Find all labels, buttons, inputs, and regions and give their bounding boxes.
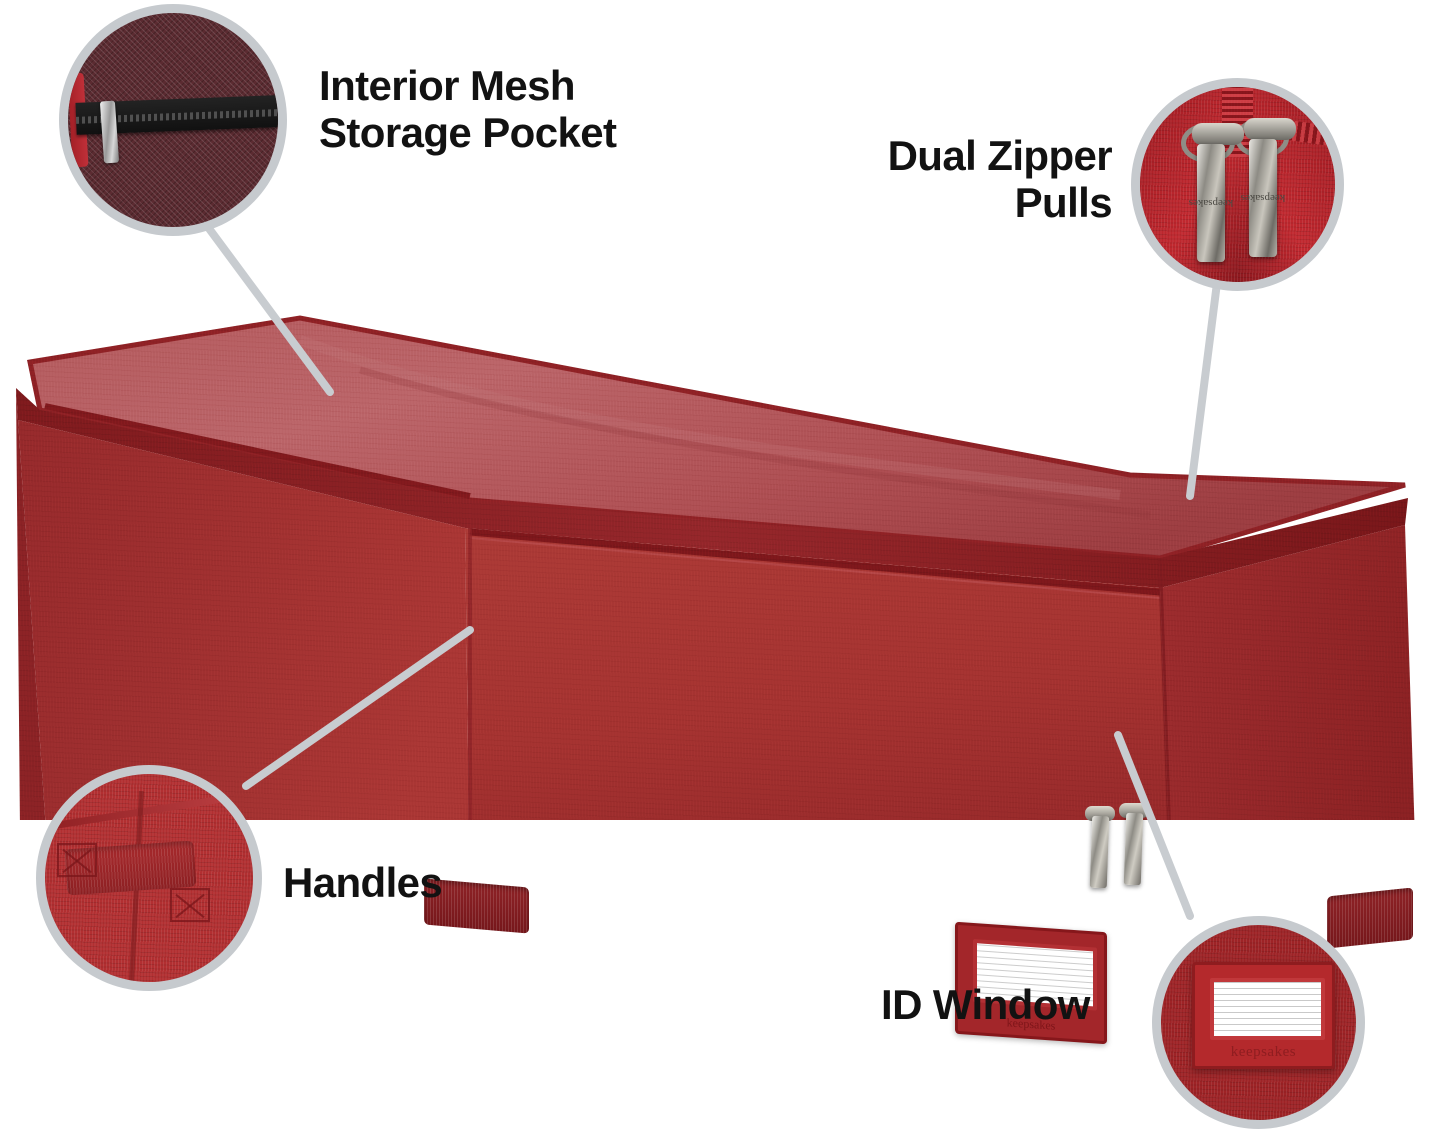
zipper-slider-body-right xyxy=(1244,118,1296,140)
callout-circle-dual-zipper-pulls: keepsakes keepsakes xyxy=(1131,78,1344,291)
bag-lid-zipper-line xyxy=(44,403,471,499)
id-window-card xyxy=(1210,978,1325,1040)
bag-body xyxy=(16,315,1415,820)
zipper-pull-tab-left: keepsakes xyxy=(1189,144,1233,262)
zipper-engraving-left: keepsakes xyxy=(1188,197,1234,209)
bag-front-zipper-line xyxy=(469,528,1161,596)
zipper-slider-body-left xyxy=(1192,123,1244,145)
handle-stitch-box-right xyxy=(169,888,210,923)
callout-label-handles: Handles xyxy=(283,859,443,906)
callout-photo-mesh-pocket xyxy=(68,13,278,227)
product-storage-bag: keepsakes xyxy=(0,300,1445,1045)
bag-lid-top xyxy=(30,318,1405,558)
callout-photo-handles xyxy=(45,774,253,982)
bag-right-panel xyxy=(1160,525,1415,820)
bag-left-edge xyxy=(16,388,46,820)
bag-lid-rim xyxy=(16,388,1408,588)
callout-photo-id-window: keepsakes xyxy=(1161,925,1356,1120)
bag-front-panel xyxy=(465,528,1169,820)
callout-circle-interior-mesh-storage-pocket xyxy=(59,4,287,236)
handle-stitch-box-left xyxy=(57,842,98,877)
zipper-pull-tab-right: keepsakes xyxy=(1241,139,1285,257)
id-window-plaque: keepsakes xyxy=(1192,962,1335,1070)
zipper-pull-right xyxy=(1123,812,1144,886)
callout-photo-zipper-pulls: keepsakes keepsakes xyxy=(1140,87,1335,282)
zipper-engraving-right: keepsakes xyxy=(1240,192,1286,204)
callout-circle-id-window: keepsakes xyxy=(1152,916,1365,1129)
callout-label-id-window: ID Window xyxy=(881,981,1090,1028)
callout-label-interior-mesh-storage-pocket: Interior Mesh Storage Pocket xyxy=(319,62,617,157)
callout-circle-handles xyxy=(36,765,262,991)
callout-label-dual-zipper-pulls: Dual Zipper Pulls xyxy=(887,132,1113,227)
id-window-brand-text: keepsakes xyxy=(1230,1044,1297,1061)
zipper-pull-left xyxy=(1089,815,1110,889)
